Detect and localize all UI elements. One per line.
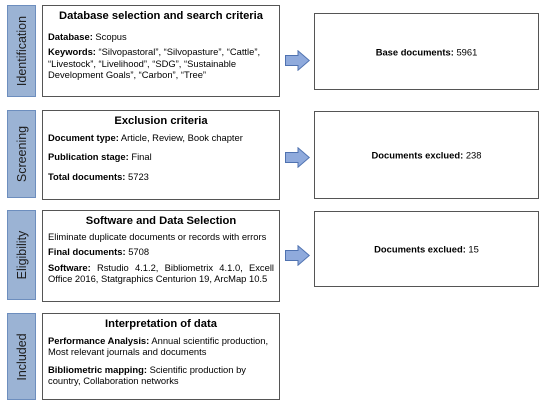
database-label: Database:	[48, 30, 93, 42]
database-line: Database: Scopus	[48, 31, 274, 43]
keywords-line: Keywords: “Silvopastoral”, “Silvopasture…	[48, 46, 274, 81]
result-label: Documents exclued:	[374, 243, 466, 255]
phase-label: Screening	[14, 125, 29, 183]
result-text: Base documents: 5961	[315, 46, 538, 57]
phase-label: Eligibility	[14, 230, 29, 280]
box-title: Software and Data Selection	[85, 215, 237, 227]
total-value: 5723	[125, 170, 149, 182]
identification-box: Database selection and search criteria D…	[42, 5, 280, 97]
perf-label: Performance Analysis:	[48, 334, 150, 346]
phase-label: Identification	[14, 15, 29, 87]
result-text: Documents exclued: 238	[315, 150, 538, 161]
doc-type-value: Article, Review, Book chapter	[118, 131, 243, 143]
pub-stage-line: Publication stage: Final	[48, 151, 274, 163]
right-arrow-icon	[285, 245, 310, 266]
doc-type-line: Document type: Article, Review, Book cha…	[48, 132, 274, 144]
result-box-screening: Documents exclued: 238	[314, 111, 539, 199]
software-value: Rstudio 4.1.2, Bibliometrix 4.1.0, Excel…	[48, 261, 274, 285]
result-value: 5961	[453, 46, 478, 57]
included-box: Interpretation of data Performance Analy…	[42, 313, 280, 400]
database-value: Scopus	[92, 30, 127, 42]
phase-identification: Identification	[7, 5, 36, 97]
phase-screening: Screening	[7, 110, 36, 198]
map-line: Bibliometric mapping: Scientific product…	[48, 364, 274, 387]
pub-stage-value: Final	[128, 151, 152, 162]
result-value: 238	[463, 149, 482, 161]
box-title: Interpretation of data	[105, 318, 217, 330]
perf-value: Annual scientific production, Most relev…	[48, 334, 269, 358]
phase-eligibility: Eligibility	[7, 210, 36, 300]
box-title: Exclusion criteria	[114, 115, 208, 127]
software-label: Software:	[48, 261, 91, 273]
map-label: Bibliometric mapping:	[48, 363, 147, 375]
result-text: Documents exclued: 15	[315, 244, 538, 255]
box-title: Database selection and search criteria	[59, 10, 263, 22]
keywords-label: Keywords:	[48, 46, 96, 57]
phase-label: Included	[14, 332, 29, 381]
doc-type-label: Document type:	[48, 131, 119, 143]
result-box-base: Base documents: 5961	[314, 13, 539, 90]
map-value: Scientific production by country, Collab…	[48, 363, 246, 387]
eligibility-desc: Eliminate duplicate documents or records…	[48, 230, 267, 242]
screening-box: Exclusion criteria Document type: Articl…	[42, 110, 280, 200]
total-label: Total documents:	[48, 170, 126, 182]
keywords-value: “Silvopastoral”, “Silvopasture”, “Cattle…	[48, 46, 261, 80]
final-label: Final documents:	[48, 246, 126, 257]
result-label: Documents exclued:	[371, 149, 464, 161]
total-line: Total documents: 5723	[48, 171, 274, 183]
result-value: 15	[465, 243, 479, 255]
result-label: Base documents:	[375, 46, 454, 57]
result-box-eligibility: Documents exclued: 15	[314, 211, 539, 287]
final-value: 5708	[125, 246, 150, 257]
perf-line: Performance Analysis: Annual scientific …	[48, 335, 274, 358]
pub-stage-label: Publication stage:	[48, 151, 129, 162]
phase-included: Included	[7, 313, 36, 400]
eligibility-box: Software and Data Selection Eliminate du…	[42, 210, 280, 302]
software-line: Software: Rstudio 4.1.2, Bibliometrix 4.…	[48, 262, 274, 285]
right-arrow-icon	[285, 147, 310, 168]
final-line: Final documents: 5708	[48, 246, 274, 258]
right-arrow-icon	[285, 50, 310, 71]
